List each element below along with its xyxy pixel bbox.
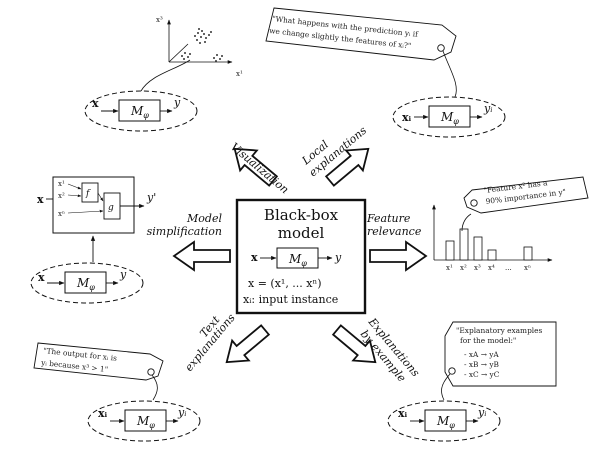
black-box-title-line1: Black-box bbox=[264, 206, 339, 224]
svg-text:x¹: x¹ bbox=[58, 180, 65, 188]
scatter-plot-3d: x¹ x³ bbox=[140, 16, 243, 92]
svg-text:f: f bbox=[85, 189, 91, 199]
arrow-text bbox=[225, 324, 271, 364]
scatter-y-label: x³ bbox=[156, 16, 163, 24]
svg-text:yᵢ: yᵢ bbox=[177, 406, 186, 419]
feature-tick-1: x¹ bbox=[446, 264, 453, 272]
feature-tick-dots: ... bbox=[505, 264, 512, 272]
simplified-model: x f g x¹ x² xⁿ y' bbox=[37, 176, 156, 262]
scatter-points bbox=[181, 28, 223, 62]
branch-arrows bbox=[172, 147, 428, 364]
label-feature-line2: relevance bbox=[367, 225, 422, 238]
tag-example: "Explanatory examples for the model:" - … bbox=[441, 321, 557, 401]
feature-tick-3: x³ bbox=[474, 264, 481, 272]
tag-local: "What happens with the prediction yᵢ if … bbox=[265, 7, 457, 98]
arrow-local bbox=[324, 147, 370, 187]
svg-text:Mφ: Mφ bbox=[436, 414, 455, 430]
feature-bar-4 bbox=[487, 249, 497, 261]
svg-text:x²: x² bbox=[58, 192, 65, 200]
scatter-x-label: x¹ bbox=[236, 70, 243, 78]
svg-text:x: x bbox=[38, 271, 45, 284]
svg-text:yᵢ: yᵢ bbox=[483, 102, 492, 115]
arrow-model-simplification bbox=[172, 240, 231, 272]
svg-text:Mφ: Mφ bbox=[136, 414, 155, 430]
feature-tick-n: xⁿ bbox=[524, 264, 531, 272]
mini-output: y bbox=[173, 96, 181, 109]
svg-text:Mφ: Mφ bbox=[76, 276, 95, 292]
svg-text:"Explanatory examples: "Explanatory examples bbox=[456, 326, 543, 335]
center-black-box-group: Black-box model x Mφ y x = (x¹, ... xⁿ) … bbox=[235, 198, 367, 315]
arrow-visualization bbox=[233, 147, 279, 187]
feature-bar-1 bbox=[445, 240, 455, 261]
feature-bar-chart: x¹ x² x³ x⁴ ... xⁿ bbox=[432, 204, 553, 272]
center-model-input: x bbox=[251, 251, 258, 264]
svg-text:xᵢ: xᵢ bbox=[402, 111, 412, 124]
tag-feature: "Feature x² has a 90% importance in y" bbox=[463, 176, 589, 214]
mini-input: x bbox=[92, 97, 99, 110]
scatter-connector bbox=[140, 59, 191, 92]
tag-text: "The output for xᵢ is yᵢ because x³ > 1" bbox=[33, 342, 164, 401]
black-box-title-line2: model bbox=[278, 224, 325, 242]
label-model-simp-line2: simplification bbox=[147, 225, 222, 238]
center-model-output: y bbox=[334, 251, 342, 264]
svg-text:xᵢ: xᵢ bbox=[98, 407, 108, 420]
mini-model-simplification: x Mφ y bbox=[30, 262, 144, 304]
svg-text:xⁿ: xⁿ bbox=[58, 210, 65, 218]
center-model-symbol: Mφ bbox=[288, 252, 307, 268]
svg-text:g: g bbox=[108, 203, 114, 213]
svg-text:for the model:": for the model:" bbox=[460, 336, 516, 345]
feature-tick-4: x⁴ bbox=[488, 264, 495, 272]
svg-text:- xC → yC: - xC → yC bbox=[464, 370, 500, 379]
svg-text:y: y bbox=[119, 268, 127, 281]
mini-model-local: xᵢ Mφ yᵢ bbox=[392, 96, 506, 138]
arrow-feature-relevance bbox=[369, 240, 428, 272]
label-feature-line1: Feature bbox=[366, 212, 411, 225]
feature-bar-3 bbox=[473, 236, 483, 261]
feature-bar-n bbox=[523, 246, 533, 261]
svg-text:Mφ: Mφ bbox=[130, 104, 149, 120]
mini-model-visualization: x Mφ y bbox=[84, 90, 198, 132]
svg-text:xᵢ: xᵢ bbox=[398, 407, 408, 420]
svg-text:yᵢ: yᵢ bbox=[477, 406, 486, 419]
center-equation-2: xᵢ: input instance bbox=[243, 293, 338, 306]
arrow-example bbox=[331, 324, 377, 364]
mini-model-example: xᵢ Mφ yᵢ bbox=[387, 400, 501, 442]
feature-bar-2 bbox=[459, 228, 469, 261]
mini-model-text: xᵢ Mφ yᵢ bbox=[87, 400, 201, 442]
svg-text:y': y' bbox=[146, 191, 156, 204]
svg-text:- xB → yB: - xB → yB bbox=[464, 360, 499, 369]
svg-text:Mφ: Mφ bbox=[440, 110, 459, 126]
svg-text:- xA → yA: - xA → yA bbox=[464, 350, 499, 359]
svg-text:x: x bbox=[37, 193, 44, 206]
center-equation-1: x = (x¹, ... xⁿ) bbox=[248, 277, 322, 290]
label-visualization: Visualization bbox=[228, 140, 291, 196]
label-model-simp-line1: Model bbox=[186, 212, 222, 225]
feature-tick-2: x² bbox=[460, 264, 467, 272]
